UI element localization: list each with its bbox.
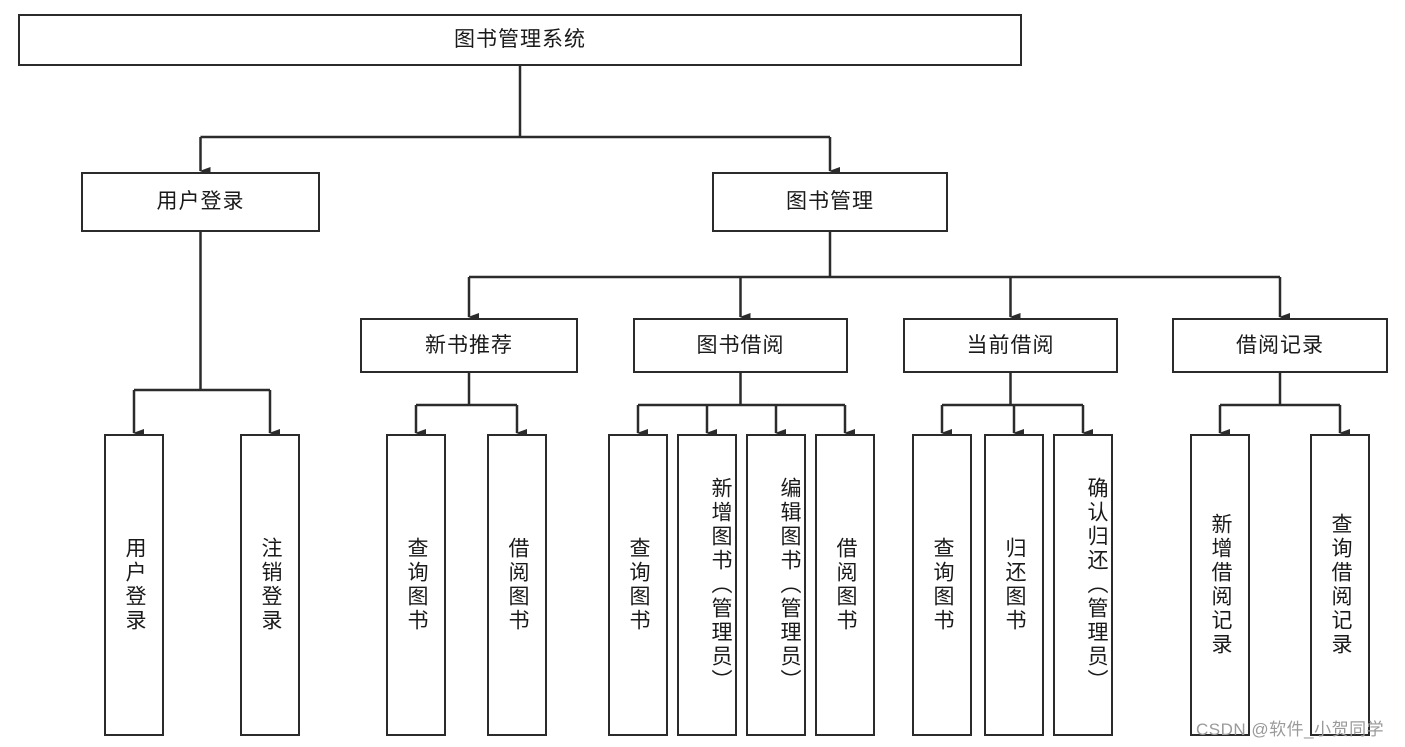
node-label: 用户登录 [156,190,245,214]
node-label: 新增借阅记录 [1209,513,1232,657]
node-label: 编辑图书（管理员） [778,477,801,693]
node-label: 图书管理系统 [454,28,586,52]
node-label: 借阅图书 [506,537,529,633]
node-label: 新书推荐 [425,333,513,357]
node-label: 借阅记录 [1236,333,1324,357]
watermark: CSDN @软件_小贺同学 [1196,720,1385,739]
node-label: 注销登录 [259,537,282,633]
node-leaf-bb-borrow[interactable]: 借阅图书 [815,434,875,736]
node-l3-record[interactable]: 借阅记录 [1172,318,1388,373]
node-leaf-user-logout[interactable]: 注销登录 [240,434,300,736]
node-label: 当前借阅 [966,333,1055,357]
node-l3-newbook[interactable]: 新书推荐 [360,318,578,373]
node-leaf-rc-add[interactable]: 新增借阅记录 [1190,434,1250,736]
node-label: 归还图书 [1003,537,1026,633]
node-leaf-cb-return[interactable]: 归还图书 [984,434,1044,736]
node-label: 查询图书 [405,537,428,633]
node-leaf-bb-query[interactable]: 查询图书 [608,434,668,736]
node-label: 借阅图书 [834,537,857,633]
node-label: 图书借阅 [696,333,785,357]
node-leaf-user-login[interactable]: 用户登录 [104,434,164,736]
node-leaf-cb-confirm[interactable]: 确认归还（管理员） [1053,434,1113,736]
edge-paths [132,66,1350,437]
node-label: 用户登录 [123,537,146,633]
node-label: 查询图书 [931,537,954,633]
node-root[interactable]: 图书管理系统 [18,14,1022,66]
node-label: 新增图书（管理员） [709,477,732,693]
node-l2-book[interactable]: 图书管理 [712,172,948,232]
node-leaf-bb-edit[interactable]: 编辑图书（管理员） [746,434,806,736]
node-leaf-cb-query[interactable]: 查询图书 [912,434,972,736]
node-label: 查询图书 [627,537,650,633]
node-label: 查询借阅记录 [1329,513,1352,657]
node-leaf-rc-query[interactable]: 查询借阅记录 [1310,434,1370,736]
node-label: 确认归还（管理员） [1085,477,1108,693]
node-l2-user[interactable]: 用户登录 [81,172,320,232]
node-l3-current[interactable]: 当前借阅 [903,318,1118,373]
node-leaf-nb-borrow[interactable]: 借阅图书 [487,434,547,736]
node-leaf-bb-add[interactable]: 新增图书（管理员） [677,434,737,736]
node-label: 图书管理 [786,190,874,214]
node-l3-borrow[interactable]: 图书借阅 [633,318,848,373]
node-leaf-nb-query[interactable]: 查询图书 [386,434,446,736]
